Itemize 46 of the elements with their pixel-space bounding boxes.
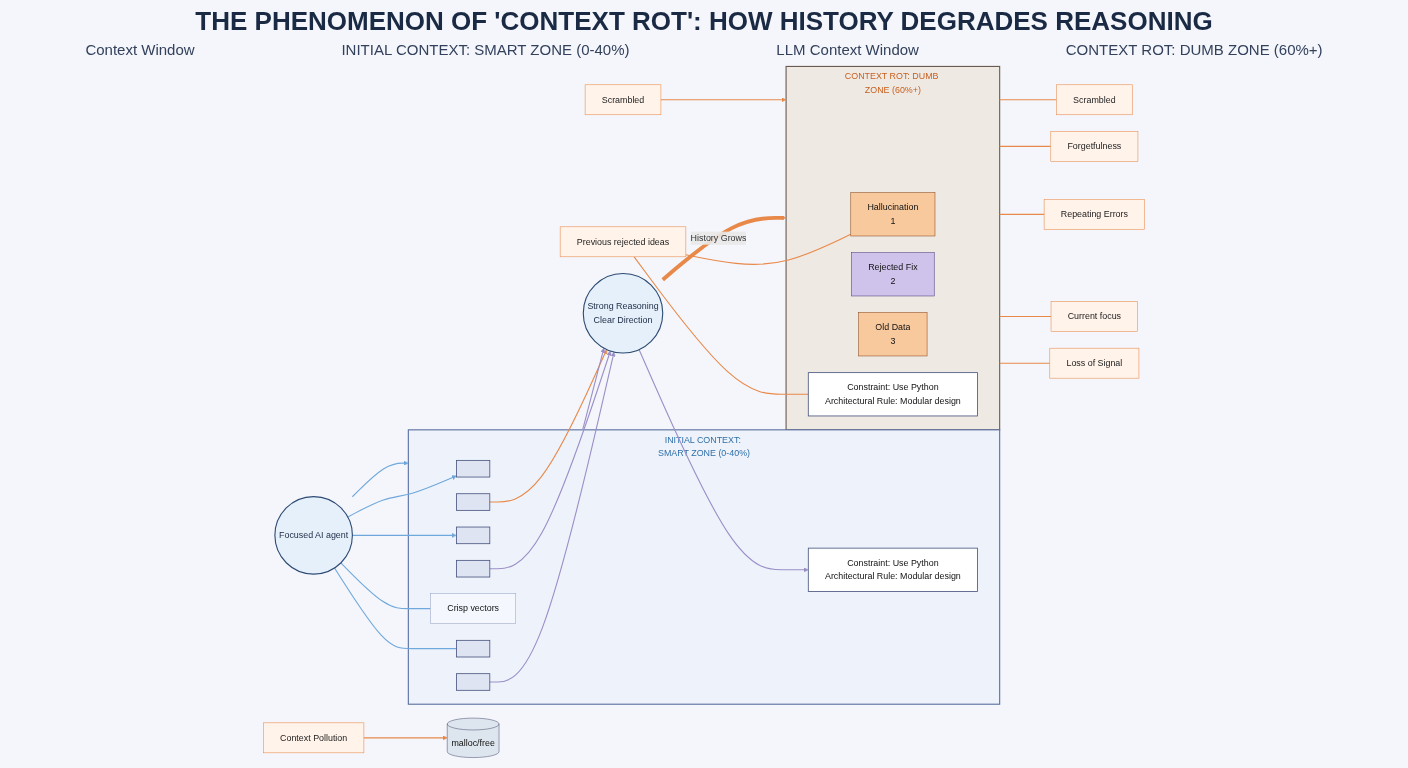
title: THE PHENOMENON OF 'CONTEXT ROT': HOW HISTORY DEGRADES REASONING xyxy=(194,6,1214,37)
node-circle: Focused AI agent xyxy=(274,496,353,575)
node-box: Scrambled xyxy=(1056,84,1133,116)
connector xyxy=(999,99,1057,101)
node-box: Forgetfulness xyxy=(1050,131,1139,162)
connector xyxy=(999,213,1045,215)
arrow xyxy=(489,350,612,570)
edge-label: History Grows xyxy=(690,233,747,243)
node-box: Hallucination 1 xyxy=(850,192,936,237)
node-box: Scrambled xyxy=(584,84,662,116)
node-box xyxy=(456,639,491,658)
arrow xyxy=(363,735,448,741)
connector xyxy=(685,233,852,265)
arrow xyxy=(661,215,787,282)
connector xyxy=(999,145,1052,147)
connector xyxy=(999,362,1051,364)
node-box xyxy=(456,673,491,691)
connector xyxy=(333,567,458,650)
node-box: Loss of Signal xyxy=(1049,347,1140,379)
node-box xyxy=(456,459,491,478)
arrow xyxy=(489,351,616,683)
arrow xyxy=(582,347,606,431)
arrow xyxy=(638,349,809,573)
arrow xyxy=(660,97,787,103)
node-box: Old Data 3 xyxy=(858,312,928,357)
node-box xyxy=(456,493,491,511)
node-box xyxy=(456,559,491,578)
node-box: Previous rejected ideas xyxy=(559,226,687,258)
node-box: Constraint: Use Python Architectural Rule: Modular design xyxy=(807,372,978,417)
node-circle: Strong Reasoning Clear Direction xyxy=(582,272,664,354)
node-box: Rejected Fix 2 xyxy=(851,252,935,297)
direction-label: Context Window xyxy=(85,41,195,58)
node-box: Repeating Errors xyxy=(1043,199,1145,230)
connector xyxy=(999,315,1052,318)
zone-label: CONTEXT ROT: DUMB ZONE (60%+) xyxy=(1065,41,1323,58)
zone-label: LLM Context Window xyxy=(776,41,919,58)
connector xyxy=(340,562,432,610)
arrow xyxy=(351,460,409,498)
node-box: Constraint: Use Python Architectural Rule: Modular design xyxy=(807,547,978,592)
node-box xyxy=(456,526,491,545)
zone-label: INITIAL CONTEXT: SMART ZONE (0-40%) xyxy=(341,41,630,58)
arrow xyxy=(347,475,457,518)
node-box: Crisp vectors xyxy=(430,593,516,624)
arrow xyxy=(489,349,608,503)
node-box: Context Pollution xyxy=(263,722,365,754)
node-box: Current focus xyxy=(1050,301,1138,332)
